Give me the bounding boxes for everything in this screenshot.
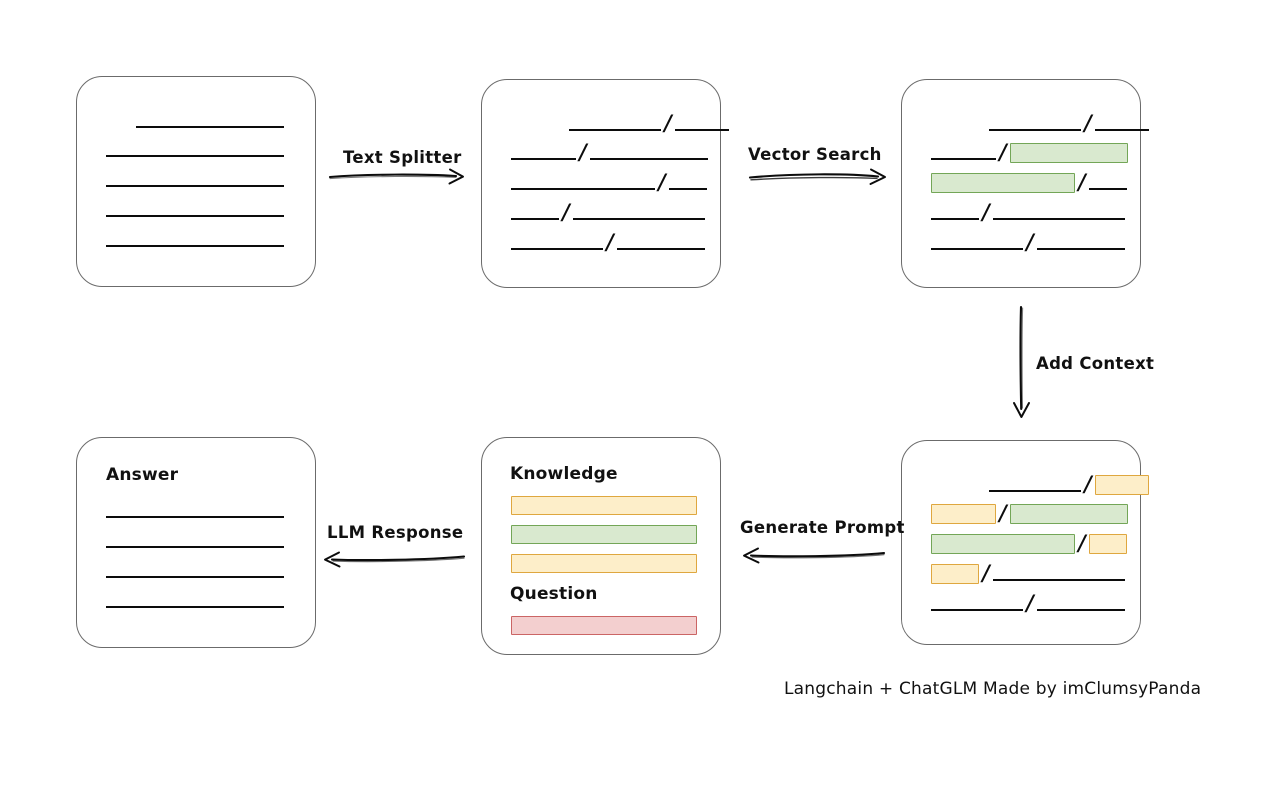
matched-chunks-card[interactable]: / / / / / — [901, 79, 1149, 288]
text-row: / — [569, 109, 729, 135]
text-line-segment — [931, 248, 1023, 250]
slash-separator: / — [1078, 529, 1086, 555]
text-row — [106, 170, 284, 190]
text-row: / — [931, 529, 1127, 555]
text-line-segment — [106, 185, 284, 187]
text-row: / — [989, 109, 1149, 135]
slash-separator: / — [606, 228, 614, 254]
slash-separator: / — [999, 138, 1007, 164]
text-row: / — [931, 499, 1128, 525]
text-line-segment — [511, 218, 559, 220]
answer-line — [106, 606, 284, 608]
text-line-segment — [106, 245, 284, 247]
slash-separator: / — [579, 138, 587, 164]
slash-separator: / — [1026, 589, 1034, 615]
context-chunks-card[interactable]: / / / / / — [901, 440, 1149, 645]
text-line-segment — [931, 609, 1023, 611]
text-row: / — [931, 168, 1127, 194]
text-row: / — [511, 228, 705, 254]
text-line-segment — [931, 158, 996, 160]
text-line-segment — [989, 490, 1081, 492]
add-context-arrow — [1013, 305, 1030, 418]
highlight-chip-yellow — [1094, 475, 1149, 495]
highlight-chip-green — [931, 173, 1075, 193]
knowledge-bar-green — [511, 525, 697, 544]
knowledge-bar-yellow — [511, 554, 697, 573]
slash-separator: / — [982, 198, 990, 224]
text-line-segment — [1094, 129, 1149, 131]
text-line-segment — [106, 215, 284, 217]
text-line-segment — [989, 129, 1081, 131]
answer-line — [106, 516, 284, 518]
text-line-segment — [511, 158, 576, 160]
llm-response-label: LLM Response — [327, 523, 464, 542]
slash-separator: / — [664, 109, 672, 135]
text-line-segment — [572, 218, 705, 220]
text-line-segment — [931, 218, 979, 220]
text-row: / — [511, 198, 705, 224]
split-chunks-card[interactable]: / / / / / — [481, 79, 729, 288]
generate-prompt-arrow — [743, 547, 886, 564]
knowledge-bar-yellow — [511, 496, 697, 515]
text-row — [106, 200, 284, 220]
answer-line — [106, 576, 284, 578]
text-line-segment — [136, 126, 284, 128]
text-line-segment — [616, 248, 705, 250]
text-splitter-arrow — [328, 168, 464, 185]
slash-separator: / — [999, 499, 1007, 525]
text-line-segment — [674, 129, 729, 131]
text-row: / — [931, 138, 1128, 164]
highlight-chip-yellow — [931, 504, 996, 524]
answer-title: Answer — [106, 465, 179, 485]
question-label: Question — [510, 584, 598, 604]
text-splitter-label: Text Splitter — [343, 148, 462, 167]
llm-response-arrow — [324, 551, 466, 568]
text-line-segment — [511, 248, 603, 250]
generate-prompt-label: Generate Prompt — [740, 518, 905, 537]
slash-separator: / — [1084, 109, 1092, 135]
text-row: / — [931, 228, 1125, 254]
highlight-chip-green — [931, 534, 1075, 554]
text-line-segment — [992, 218, 1125, 220]
text-line-segment — [668, 188, 707, 190]
vector-search-arrow — [748, 168, 886, 185]
slash-separator: / — [1084, 470, 1092, 496]
question-bar-red — [511, 616, 697, 635]
text-row: / — [931, 559, 1125, 585]
answer-line — [106, 546, 284, 548]
text-line-segment — [569, 129, 661, 131]
text-line-segment — [106, 155, 284, 157]
knowledge-label: Knowledge — [510, 464, 618, 484]
source-document-card[interactable] — [76, 76, 316, 287]
text-row: / — [931, 589, 1125, 615]
text-row — [136, 111, 284, 131]
text-line-segment — [511, 188, 655, 190]
slash-separator: / — [1026, 228, 1034, 254]
slash-separator: / — [562, 198, 570, 224]
highlight-chip-yellow — [1088, 534, 1127, 554]
slash-separator: / — [982, 559, 990, 585]
footer-credit: Langchain + ChatGLM Made by imClumsyPand… — [784, 679, 1202, 699]
text-row — [106, 140, 284, 160]
text-row: / — [931, 198, 1125, 224]
add-context-label: Add Context — [1036, 354, 1155, 373]
highlight-chip-green — [1009, 143, 1128, 163]
text-line-segment — [589, 158, 708, 160]
answer-card[interactable]: Answer — [76, 437, 316, 648]
text-line-segment — [992, 579, 1125, 581]
prompt-card[interactable]: Knowledge Question — [481, 437, 721, 655]
slash-separator: / — [658, 168, 666, 194]
text-line-segment — [1036, 248, 1125, 250]
text-line-segment — [1088, 188, 1127, 190]
text-line-segment — [1036, 609, 1125, 611]
text-row: / — [511, 168, 707, 194]
text-row: / — [511, 138, 708, 164]
slash-separator: / — [1078, 168, 1086, 194]
highlight-chip-yellow — [931, 564, 979, 584]
text-row: / — [989, 470, 1149, 496]
vector-search-label: Vector Search — [748, 145, 882, 164]
highlight-chip-green — [1009, 504, 1128, 524]
text-row — [106, 230, 284, 250]
